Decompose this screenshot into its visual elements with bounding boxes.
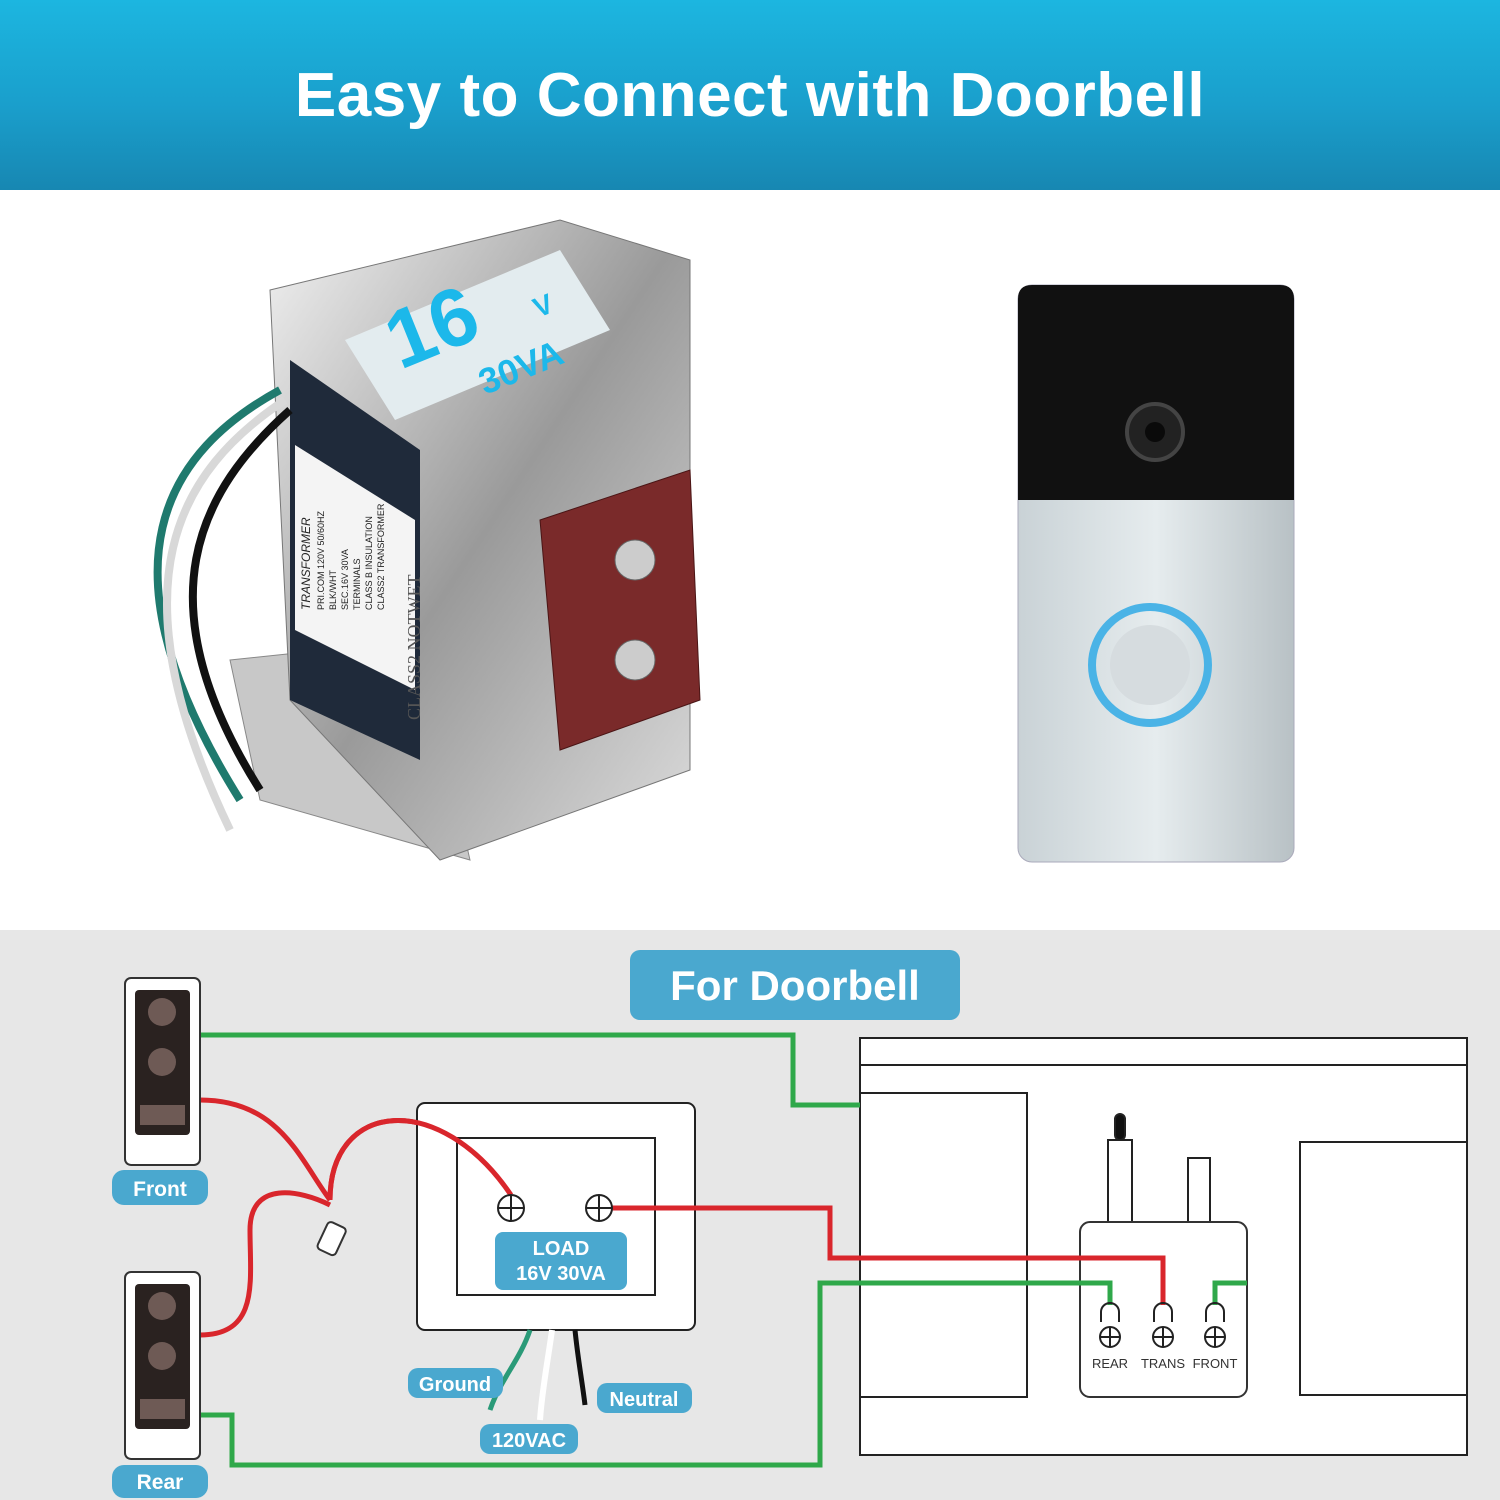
screw-icon bbox=[614, 639, 656, 681]
load-rating: 16V 30VA bbox=[516, 1263, 606, 1285]
top-label bbox=[345, 250, 610, 420]
wire-nut-icon bbox=[316, 1221, 347, 1257]
doorbell-button bbox=[1110, 625, 1190, 705]
side-label-line: TERMINALS bbox=[352, 558, 362, 610]
load-label: LOAD bbox=[533, 1238, 590, 1260]
product-photos: TRANSFORMER PRI.COM 120V 50/60HZ BLK/WHT… bbox=[153, 219, 1295, 863]
screw-icon bbox=[614, 539, 656, 581]
black-wire bbox=[188, 407, 293, 793]
side-label bbox=[295, 445, 415, 690]
ground-wire bbox=[487, 1329, 533, 1411]
front-label: Front bbox=[133, 1178, 187, 1201]
load-badge bbox=[495, 1232, 627, 1290]
diagram-title: For Doorbell bbox=[670, 962, 920, 1009]
white-wire bbox=[162, 396, 288, 832]
product-photo-area: TRANSFORMER PRI.COM 120V 50/60HZ BLK/WHT… bbox=[0, 190, 1500, 930]
terminal-label-rear: REAR bbox=[1092, 1356, 1128, 1371]
embossed-text: CLASS2 NOTWET bbox=[404, 575, 424, 721]
page-title: Easy to Connect with Doorbell bbox=[294, 60, 1206, 130]
voltage-label: 120VAC bbox=[492, 1430, 566, 1452]
rear-doorbell-icon bbox=[124, 1271, 201, 1460]
terminal-label-front: FRONT bbox=[1193, 1356, 1238, 1371]
side-label-line: SEC.16V 30VA bbox=[340, 549, 350, 610]
chime-terminal-block bbox=[1079, 1221, 1248, 1398]
terminal-plate bbox=[539, 469, 701, 751]
doorbell-button-ring bbox=[1088, 603, 1212, 727]
white-wire bbox=[537, 1329, 555, 1421]
chime-plungers bbox=[1107, 1113, 1211, 1223]
rear-doorbell-wire bbox=[200, 1280, 1113, 1468]
front-red-wire bbox=[199, 1097, 333, 1202]
header-banner: Easy to Connect with Doorbell bbox=[0, 0, 1500, 190]
diagram-title-badge bbox=[630, 950, 960, 1020]
rear-label: Rear bbox=[137, 1471, 184, 1494]
chime-terminals bbox=[1099, 1302, 1226, 1348]
wiring-diagram: LOAD 16V 30VA REAR TRANS FRONT bbox=[0, 930, 1500, 1500]
side-label-line: CLASS B INSULATION bbox=[364, 516, 374, 610]
front-doorbell-icon bbox=[124, 977, 201, 1166]
side-label-line: CLASS2 TRANSFORMER bbox=[376, 503, 386, 610]
green-wire bbox=[153, 386, 282, 803]
transformer-terminals bbox=[497, 1194, 613, 1222]
video-doorbell-photo bbox=[1017, 284, 1295, 863]
black-wire bbox=[572, 1329, 588, 1406]
neutral-label: Neutral bbox=[610, 1389, 679, 1411]
terminal-label-trans: TRANS bbox=[1141, 1356, 1185, 1371]
side-label-line: PRI.COM 120V 50/60HZ bbox=[316, 510, 326, 610]
transformer-photo: TRANSFORMER PRI.COM 120V 50/60HZ BLK/WHT… bbox=[153, 219, 701, 861]
rear-red-wire bbox=[199, 1190, 332, 1338]
front-chime-wire bbox=[1212, 1280, 1247, 1305]
front-doorbell-wire bbox=[200, 1032, 860, 1108]
ground-label: Ground bbox=[419, 1374, 491, 1396]
side-label-line: TRANSFORMER bbox=[299, 517, 313, 610]
side-label-line: BLK/WHT bbox=[328, 569, 338, 610]
